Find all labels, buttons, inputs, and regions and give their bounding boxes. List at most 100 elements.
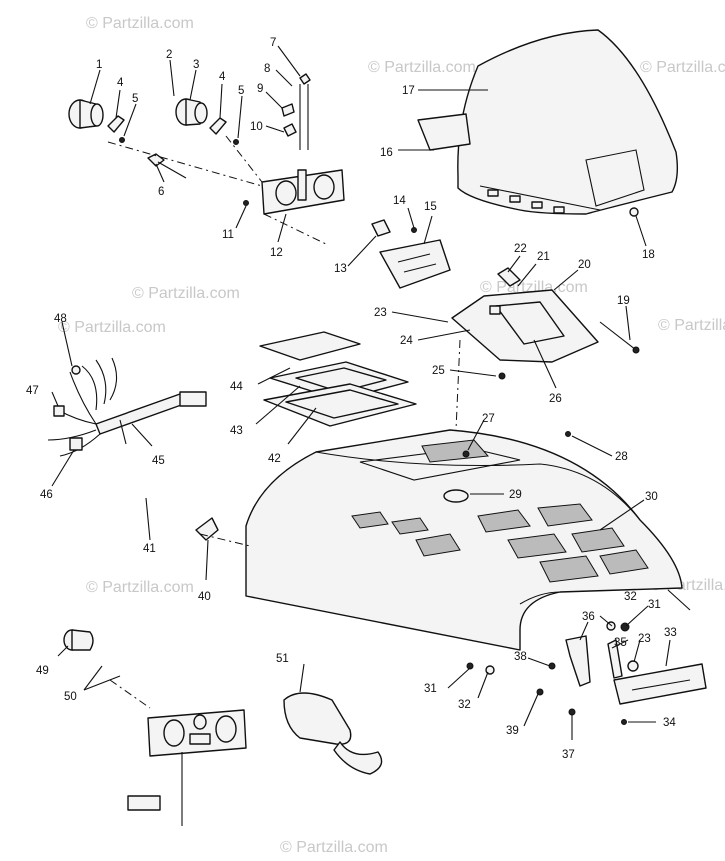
watermark-2: © Partzilla.com — [368, 59, 476, 76]
callout-49: 49 — [36, 665, 49, 677]
callout-2: 2 — [166, 49, 172, 61]
callout-48: 48 — [54, 313, 67, 325]
callout-22: 22 — [514, 243, 527, 255]
screw-28 — [565, 431, 571, 437]
callout-4a: 4 — [117, 77, 124, 89]
callout-5a: 5 — [132, 93, 138, 105]
callout-11: 11 — [222, 229, 234, 241]
callout-15: 15 — [424, 201, 437, 213]
callout-19: 19 — [617, 295, 630, 307]
bracket-36 — [565, 635, 591, 687]
callout-36: 36 — [582, 611, 595, 623]
callout-32a: 32 — [624, 591, 637, 603]
part-9 — [281, 103, 295, 117]
callout-numbers: 1 2 3 4 4 5 5 6 7 8 9 10 11 12 13 14 15 … — [26, 37, 677, 761]
cable — [667, 589, 691, 611]
bolt-19 — [632, 346, 640, 354]
part-47 — [53, 405, 65, 417]
callout-50: 50 — [64, 691, 77, 703]
screw-14 — [411, 227, 417, 233]
bracket-40 — [195, 517, 219, 541]
callout-37: 37 — [562, 749, 575, 761]
washer-23b — [627, 660, 639, 672]
callout-31b: 31 — [424, 683, 437, 695]
callout-26: 26 — [549, 393, 562, 405]
gauge-1 — [68, 99, 104, 129]
leader-lines — [51, 45, 671, 740]
screw-11 — [243, 200, 249, 206]
badge-29 — [443, 489, 469, 503]
callout-18: 18 — [642, 249, 655, 261]
console-20 — [451, 289, 599, 363]
watermark-6: © Partzilla.com — [658, 317, 725, 334]
screw-34 — [621, 719, 627, 725]
callout-35: 35 — [614, 637, 627, 649]
callout-14: 14 — [393, 195, 406, 207]
callout-23a: 23 — [374, 307, 387, 319]
lamp-33 — [613, 663, 707, 705]
hood-30 — [245, 429, 683, 651]
gauge-2-lower — [63, 629, 94, 651]
callout-42: 42 — [268, 453, 281, 465]
callout-33: 33 — [664, 627, 677, 639]
watermark-3: © Partzilla.com — [640, 59, 725, 76]
callout-9: 9 — [257, 83, 263, 95]
screw-39 — [536, 688, 544, 696]
callout-4b: 4 — [219, 71, 226, 83]
callout-31a: 31 — [648, 599, 661, 611]
nut-31b — [466, 662, 474, 670]
nut-5b — [233, 139, 239, 145]
clip-7 — [299, 73, 311, 85]
gauge-panel-12 — [261, 169, 345, 215]
callout-23b: 23 — [638, 633, 651, 645]
wiring-harness-45 — [47, 357, 207, 457]
bulb-13 — [371, 219, 391, 237]
callout-3: 3 — [193, 59, 199, 71]
fastener-18 — [629, 207, 639, 217]
callout-12: 12 — [270, 247, 283, 259]
callout-8: 8 — [264, 63, 270, 75]
callout-39: 39 — [506, 725, 519, 737]
callout-13: 13 — [334, 263, 347, 275]
watermark-8: © Partzilla.com — [86, 579, 194, 596]
part-10 — [283, 123, 297, 137]
watermark-7: © Partzilla.com — [58, 319, 166, 336]
watermark-4: © Partzilla.com — [132, 285, 240, 302]
screw-27 — [462, 450, 470, 458]
seal-44 — [259, 331, 361, 361]
grommet-22 — [497, 267, 521, 287]
callout-5b: 5 — [238, 85, 244, 97]
bracket-4b — [209, 117, 227, 135]
callout-44: 44 — [230, 381, 243, 393]
callout-47: 47 — [26, 385, 39, 397]
callout-16: 16 — [380, 147, 393, 159]
callout-28: 28 — [615, 451, 628, 463]
part-35 — [607, 639, 623, 679]
connector-46 — [69, 437, 83, 451]
callout-20: 20 — [578, 259, 591, 271]
mirror-51 — [283, 692, 383, 775]
callout-27: 27 — [482, 413, 495, 425]
callout-45: 45 — [152, 455, 165, 467]
callout-32b: 32 — [458, 699, 471, 711]
connector-48 — [71, 365, 81, 375]
callout-1: 1 — [96, 59, 102, 71]
callout-7: 7 — [270, 37, 276, 49]
callout-43: 43 — [230, 425, 243, 437]
gauge-3 — [175, 98, 208, 126]
callout-21: 21 — [537, 251, 550, 263]
callout-30: 30 — [645, 491, 658, 503]
callout-40: 40 — [198, 591, 211, 603]
windshield-17 — [457, 29, 679, 215]
watermark-1: © Partzilla.com — [86, 15, 194, 32]
callout-29: 29 — [509, 489, 522, 501]
nut-5a — [119, 137, 125, 143]
gauge-panel-lower — [147, 709, 247, 757]
callout-6: 6 — [158, 186, 164, 198]
watermark-11: © Partzilla.com — [280, 839, 388, 856]
callout-10: 10 — [250, 121, 263, 133]
callout-38: 38 — [514, 651, 527, 663]
callout-24: 24 — [400, 335, 413, 347]
